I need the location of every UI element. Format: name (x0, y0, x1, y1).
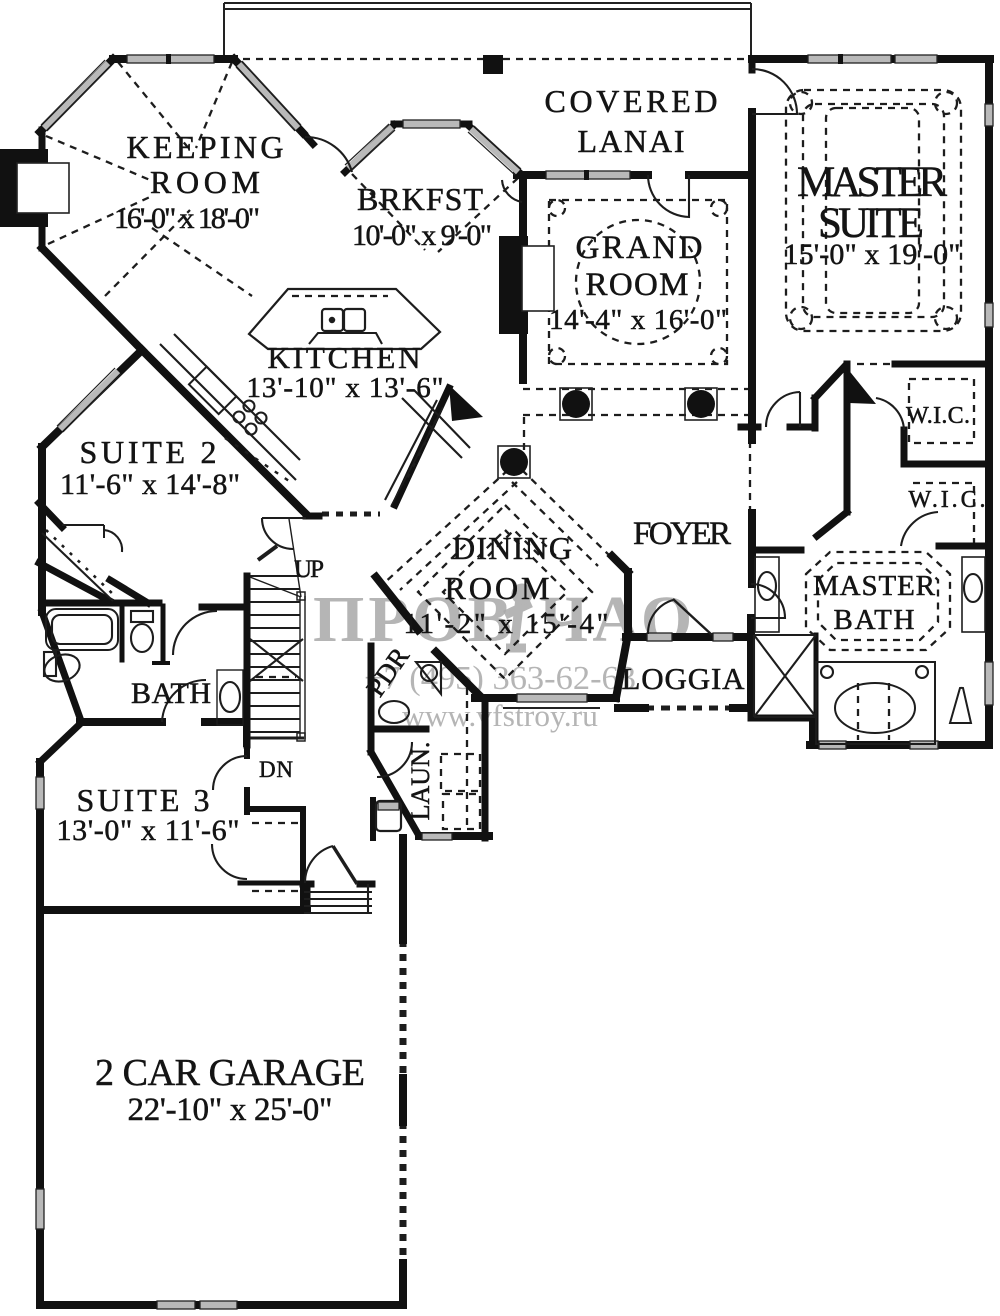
svg-text:14'-4" x 16'-0": 14'-4" x 16'-0" (549, 304, 727, 336)
svg-text:BATH: BATH (834, 604, 915, 636)
svg-text:13'-10" x 13'-6": 13'-10" x 13'-6" (247, 372, 444, 404)
svg-text:DN: DN (259, 757, 293, 782)
svg-text:15'-0" x 19'-0": 15'-0" x 19'-0" (784, 238, 961, 271)
svg-text:LAUN.: LAUN. (406, 742, 435, 821)
svg-text:BATH: BATH (131, 677, 211, 710)
svg-text:MASTER: MASTER (813, 570, 936, 602)
svg-text:LOGGIA: LOGGIA (622, 661, 746, 696)
svg-text:FOYER: FOYER (633, 516, 731, 552)
svg-text:ROOM: ROOM (445, 570, 550, 606)
svg-text:SUITE: SUITE (818, 200, 924, 247)
svg-text:MASTER: MASTER (797, 159, 947, 206)
svg-text:11'-6" x 14'-8": 11'-6" x 14'-8" (60, 468, 240, 501)
svg-text:UP: UP (294, 556, 324, 583)
svg-text:22'-10" x 25'-0": 22'-10" x 25'-0" (128, 1092, 333, 1128)
svg-text:GRAND: GRAND (576, 230, 703, 266)
svg-text:2 CAR GARAGE: 2 CAR GARAGE (95, 1052, 365, 1094)
svg-text:10'-0" x 9'-0": 10'-0" x 9'-0" (352, 219, 492, 252)
svg-text:LANAI: LANAI (578, 123, 685, 159)
svg-text:www.vfstroy.ru: www.vfstroy.ru (402, 698, 598, 733)
svg-text:W.I.C.: W.I.C. (909, 487, 986, 513)
svg-text:W.I.C.: W.I.C. (906, 403, 970, 429)
svg-text:SUITE 3: SUITE 3 (77, 782, 210, 818)
svg-text:COVERED: COVERED (545, 83, 718, 119)
svg-text:SUITE 2: SUITE 2 (80, 434, 217, 470)
svg-text:KITCHEN: KITCHEN (268, 340, 421, 375)
svg-text:DINING: DINING (452, 530, 572, 566)
svg-text:BRKFST: BRKFST (357, 181, 483, 217)
svg-text:16'-0" x 18'-0": 16'-0" x 18'-0" (114, 202, 260, 235)
svg-text:+7 (495) 363-62-63: +7 (495) 363-62-63 (364, 660, 636, 697)
svg-text:ROOM: ROOM (150, 164, 260, 200)
svg-text:11'-2" x 15'-4": 11'-2" x 15'-4" (404, 608, 609, 640)
svg-text:13'-0" x 11'-6": 13'-0" x 11'-6" (57, 814, 240, 847)
svg-text:ROOM: ROOM (586, 267, 689, 303)
